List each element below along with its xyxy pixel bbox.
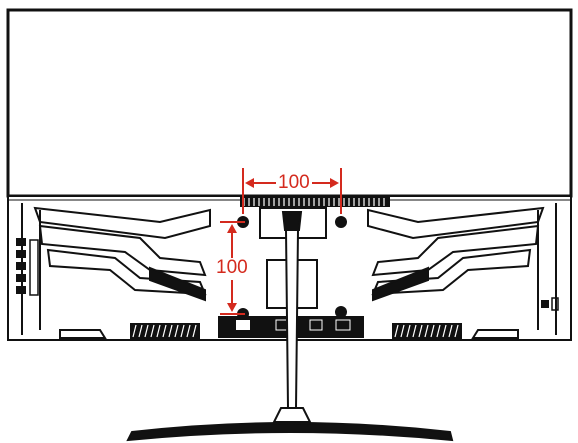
kensington-lock-icon xyxy=(541,297,559,311)
monitor-stand xyxy=(126,211,454,442)
left-panel-decoration xyxy=(21,203,211,335)
horizontal-dimension xyxy=(242,168,342,214)
vertical-dimension-label: 100 xyxy=(216,257,248,278)
bottom-vent-right xyxy=(392,323,462,339)
vesa-screw-holes xyxy=(237,216,347,320)
monitor-screen xyxy=(6,8,573,198)
screw-hole xyxy=(335,216,347,228)
side-ports-left xyxy=(16,238,39,296)
screw-hole xyxy=(335,306,347,318)
bottom-vent-left xyxy=(130,323,200,339)
top-vent xyxy=(240,197,390,207)
horizontal-dimension-label: 100 xyxy=(276,172,312,193)
right-panel-decoration xyxy=(367,203,557,335)
vertical-dimension xyxy=(220,221,245,315)
